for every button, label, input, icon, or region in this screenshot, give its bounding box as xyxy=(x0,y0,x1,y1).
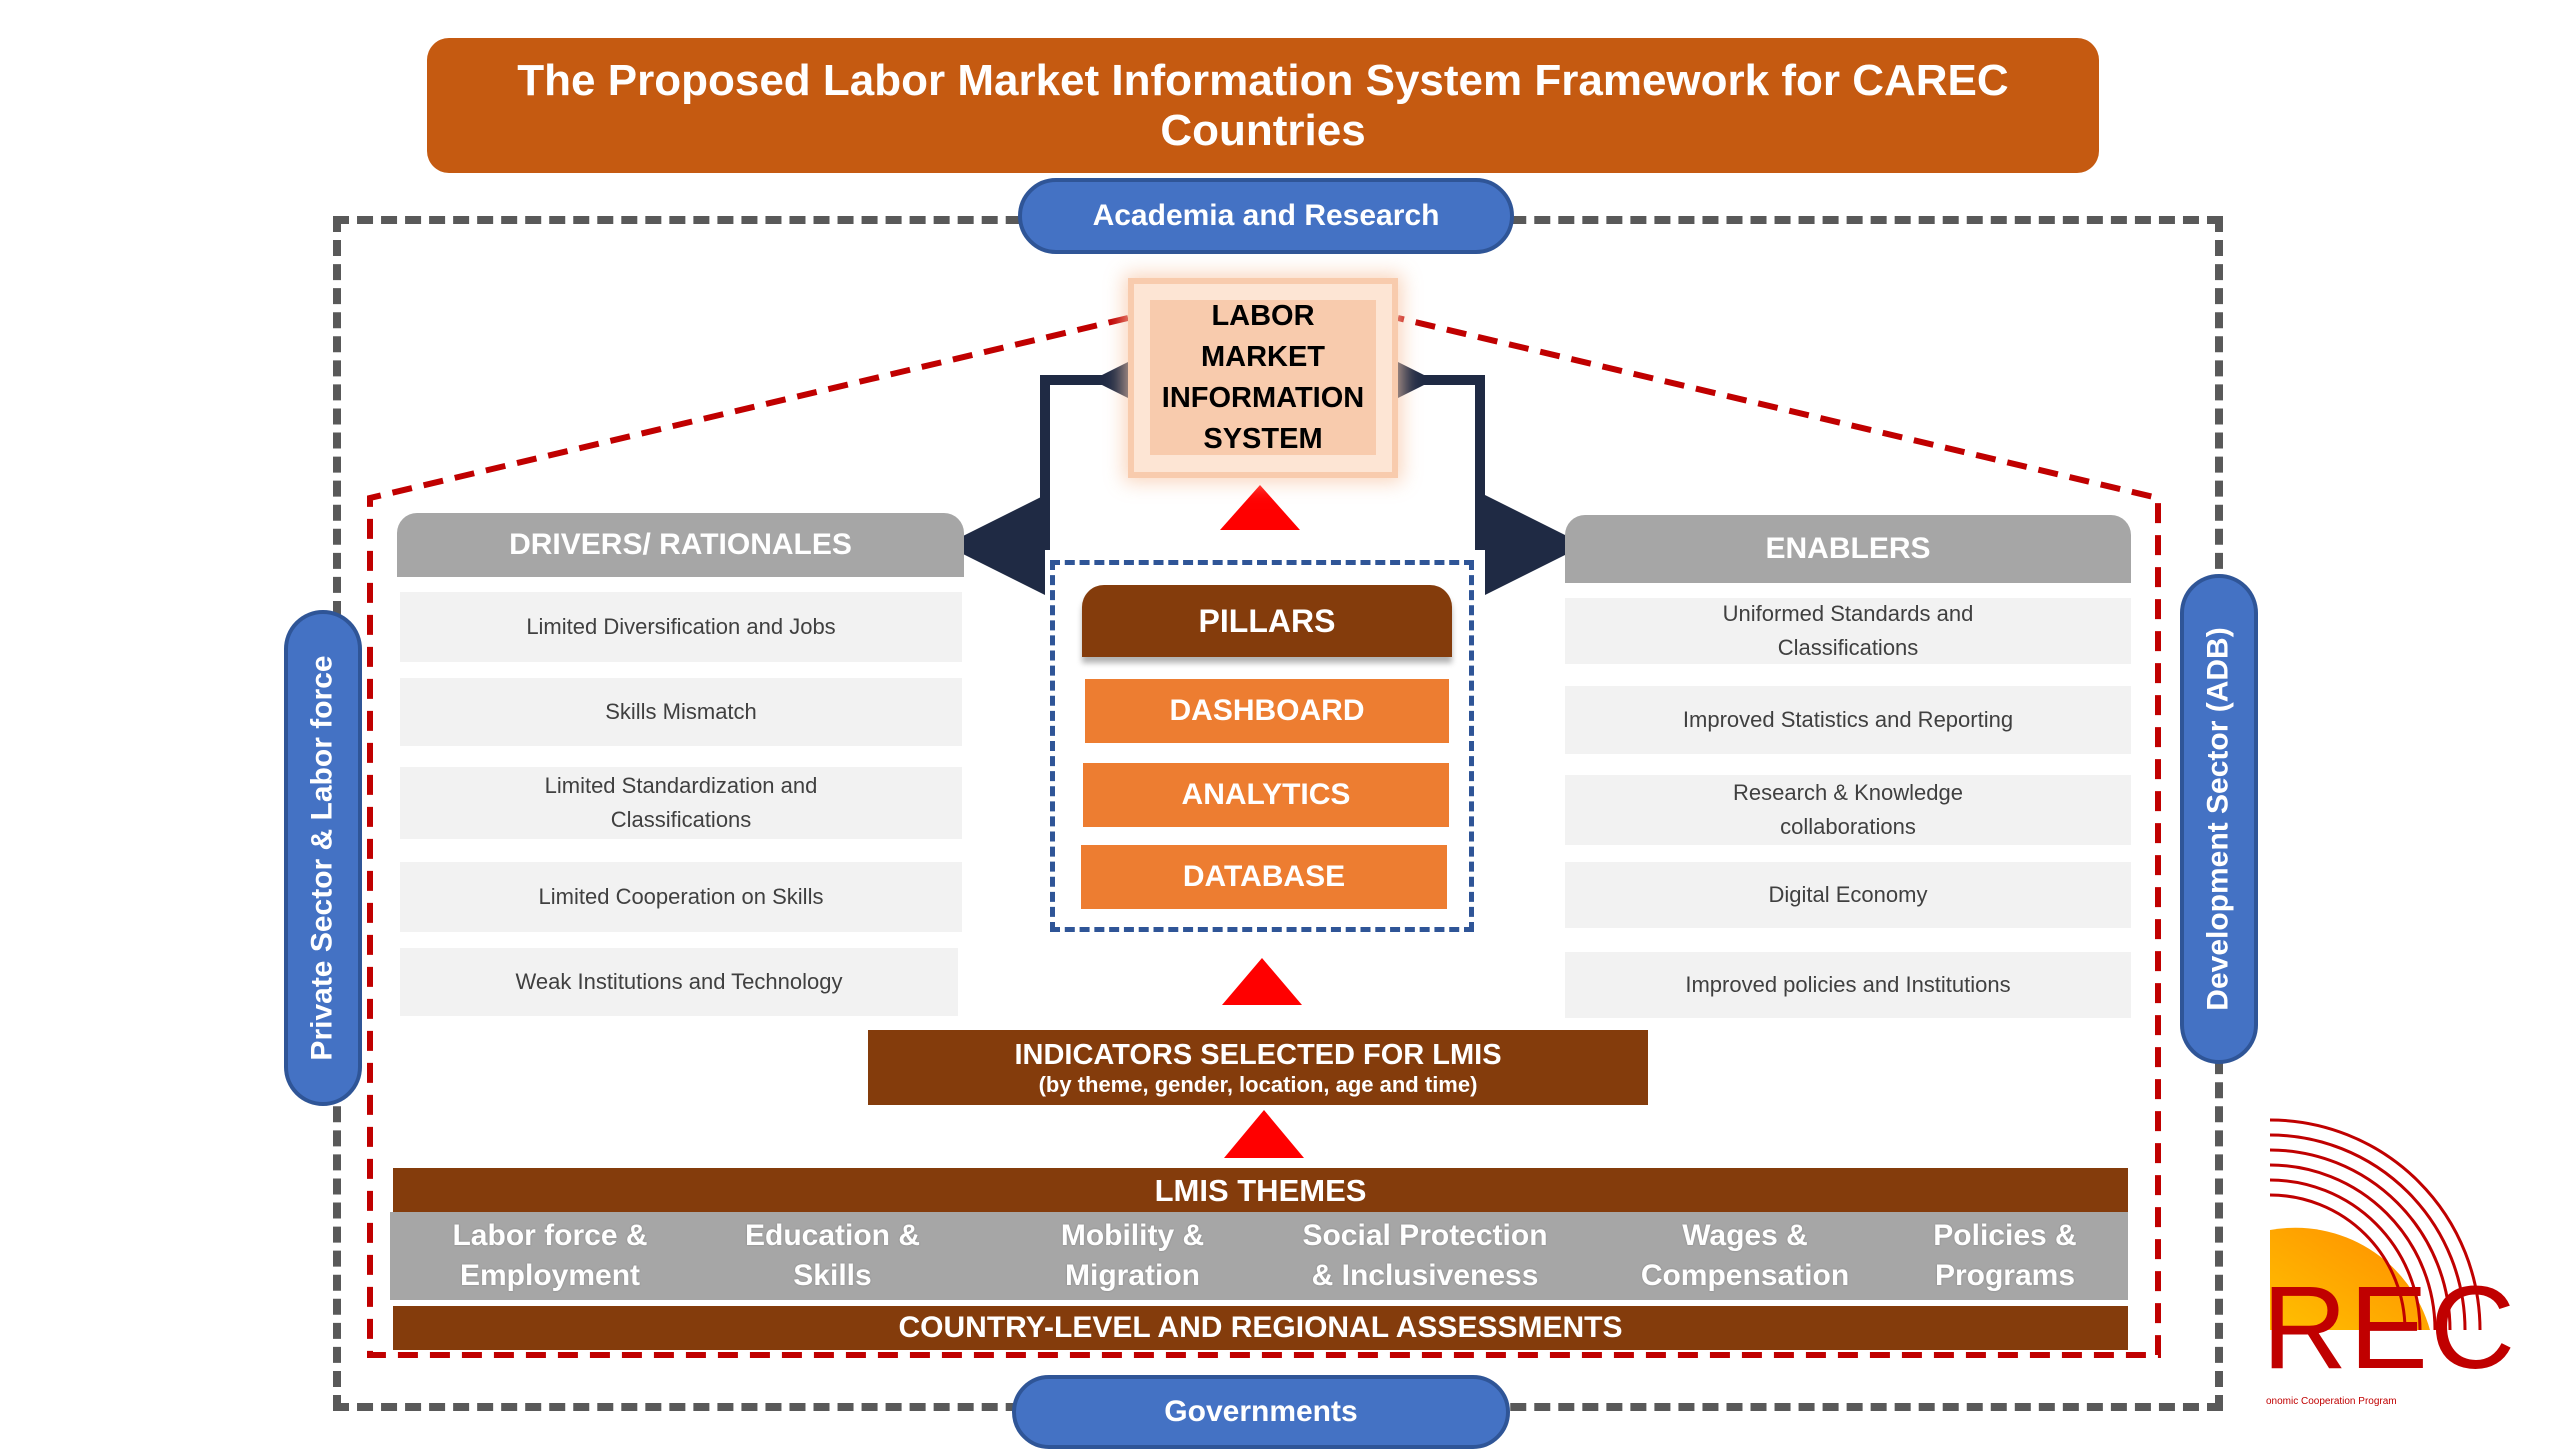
driver-item: Limited Diversification and Jobs xyxy=(400,592,962,662)
enabler-item-label: Improved Statistics and Reporting xyxy=(1682,707,2014,732)
pillars-frame xyxy=(1050,560,1474,932)
lmis-themes-label: LMIS THEMES xyxy=(1154,1173,1367,1208)
theme-item: Education & Skills xyxy=(700,1214,965,1298)
pillar-dashboard: DASHBOARD xyxy=(1082,676,1452,746)
theme-label: Skills xyxy=(793,1259,872,1292)
theme-item: Mobility & Migration xyxy=(1010,1214,1255,1298)
logo-arc-icon xyxy=(2269,1118,2482,1331)
right-double-arrow xyxy=(1334,330,1585,595)
driver-item-label: Limited Standardization and xyxy=(544,773,818,798)
pillar-label: ANALYTICS xyxy=(1181,778,1351,811)
lmis-line-3: SYSTEM xyxy=(1203,422,1323,455)
driver-item-label: Limited Cooperation on Skills xyxy=(538,884,824,909)
theme-item: Wages & Compensation xyxy=(1600,1214,1890,1298)
enabler-item: Improved Statistics and Reporting xyxy=(1565,686,2131,754)
governments-label: Governments xyxy=(1164,1395,1358,1428)
pillars-header-label: PILLARS xyxy=(1198,602,1336,639)
development-sector-pill: Development Sector (ADB) xyxy=(2180,574,2258,1064)
theme-label: Education & xyxy=(744,1219,920,1252)
themes-strip xyxy=(390,1212,2128,1300)
theme-label: Wages & xyxy=(1682,1219,1808,1252)
enabler-item: Research & Knowledge collaborations xyxy=(1565,775,2131,845)
theme-label: Mobility & xyxy=(1060,1219,1205,1252)
enabler-item-label: Improved policies and Institutions xyxy=(1685,972,2011,997)
theme-item: Policies & Programs xyxy=(1890,1214,2120,1298)
theme-label: Compensation xyxy=(1640,1259,1850,1292)
enabler-item-label: Classifications xyxy=(1777,635,1919,660)
pillars-header: PILLARS xyxy=(1082,585,1452,657)
logo-text: REC xyxy=(2262,1262,2518,1394)
theme-label: Social Protection xyxy=(1302,1219,1548,1252)
development-sector-label: Development Sector (ADB) xyxy=(2202,627,2235,1011)
triangle-up-2 xyxy=(1222,958,1302,1005)
enablers-header: ENABLERS xyxy=(1565,515,2131,583)
triangle-up-1 xyxy=(1220,485,1300,530)
driver-item: Weak Institutions and Technology xyxy=(400,948,958,1016)
academia-pill: Academia and Research xyxy=(1018,178,1514,254)
enablers-header-label: ENABLERS xyxy=(1765,532,1931,565)
theme-label: Policies & xyxy=(1933,1219,2077,1252)
theme-item: Labor force & Employment xyxy=(400,1214,700,1298)
red-dashed-outline xyxy=(367,315,2161,1358)
lmis-line-2: INFORMATION xyxy=(1161,381,1365,414)
lmis-box: LABOR MARKET INFORMATION SYSTEM xyxy=(1150,300,1376,455)
assessments-label: COUNTRY-LEVEL AND REGIONAL ASSESSMENTS xyxy=(898,1311,1623,1344)
private-sector-label: Private Sector & Labor force xyxy=(306,655,340,1061)
driver-item-label: Weak Institutions and Technology xyxy=(515,969,843,994)
triangle-up-3 xyxy=(1224,1110,1304,1158)
enabler-item-label: Research & Knowledge xyxy=(1733,780,1963,805)
drivers-header: DRIVERS/ RATIONALES xyxy=(397,513,964,577)
driver-item: Limited Standardization and Classificati… xyxy=(400,767,962,839)
pillar-analytics: ANALYTICS xyxy=(1080,760,1452,830)
driver-item-label: Limited Diversification and Jobs xyxy=(526,614,836,639)
indicators-subtitle: (by theme, gender, location, age and tim… xyxy=(1038,1071,1478,1097)
driver-item: Limited Cooperation on Skills xyxy=(400,862,962,932)
enabler-item-label: Digital Economy xyxy=(1768,882,1928,907)
drivers-header-label: DRIVERS/ RATIONALES xyxy=(509,528,852,561)
theme-label: Programs xyxy=(1934,1259,2076,1292)
driver-item: Skills Mismatch xyxy=(400,678,962,746)
pillar-label: DASHBOARD xyxy=(1169,694,1365,727)
theme-label: Labor force & xyxy=(452,1219,648,1252)
enabler-item: Improved policies and Institutions xyxy=(1565,952,2131,1018)
academia-label: Academia and Research xyxy=(1092,199,1440,232)
diagram-title: The Proposed Labor Market Information Sy… xyxy=(427,38,2099,173)
enabler-item: Uniformed Standards and Classifications xyxy=(1565,598,2131,664)
assessments-bar: COUNTRY-LEVEL AND REGIONAL ASSESSMENTS xyxy=(393,1306,2128,1350)
lmis-line-1: LABOR MARKET xyxy=(1200,299,1326,373)
theme-label: & Inclusiveness xyxy=(1311,1259,1539,1292)
theme-label: Employment xyxy=(459,1259,641,1292)
driver-item-label: Skills Mismatch xyxy=(605,699,757,724)
theme-label: Migration xyxy=(1065,1259,1200,1292)
driver-item-label: Classifications xyxy=(610,807,752,832)
logo-subtext: onomic Cooperation Program xyxy=(2266,1396,2397,1407)
pillar-label: DATABASE xyxy=(1182,860,1346,893)
enabler-item: Digital Economy xyxy=(1565,862,2131,928)
lmis-themes-header: LMIS THEMES xyxy=(393,1168,2128,1214)
enabler-item-label: collaborations xyxy=(1780,814,1916,839)
private-sector-pill: Private Sector & Labor force xyxy=(284,610,362,1106)
governments-pill: Governments xyxy=(1012,1375,1510,1449)
pillar-database: DATABASE xyxy=(1078,842,1450,912)
indicators-box: INDICATORS SELECTED FOR LMIS (by theme, … xyxy=(868,1030,1648,1105)
indicators-title: INDICATORS SELECTED FOR LMIS xyxy=(1014,1038,1502,1071)
enabler-item-label: Uniformed Standards and xyxy=(1722,601,1974,626)
theme-item: Social Protection & Inclusiveness xyxy=(1270,1214,1580,1298)
left-double-arrow xyxy=(945,330,1192,595)
